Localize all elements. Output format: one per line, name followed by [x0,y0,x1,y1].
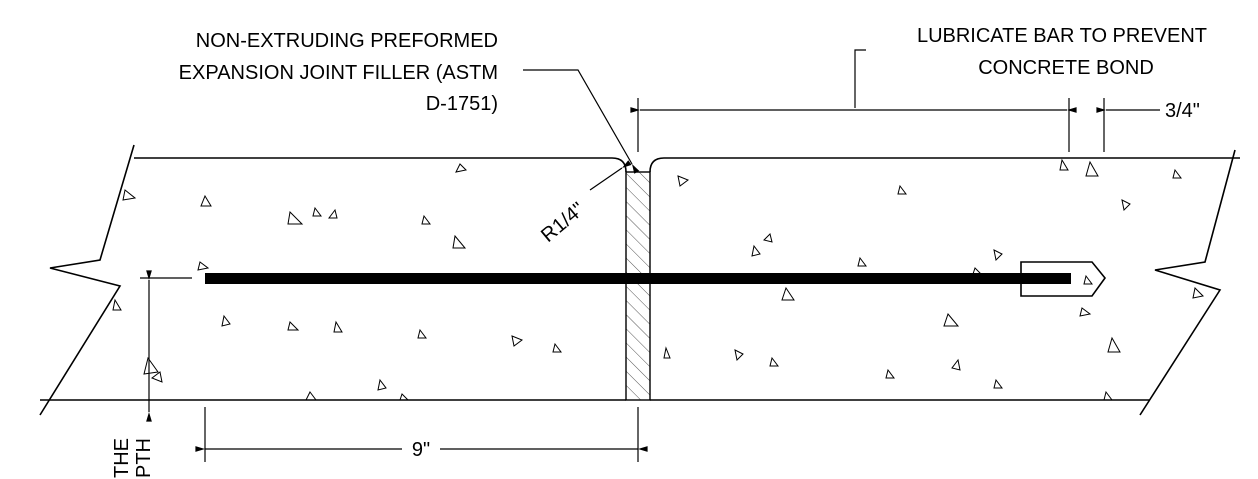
radius-leader [589,160,632,191]
filler-leader [523,69,640,174]
gap-dimension-label: 3/4" [1165,100,1200,122]
lubricate-label-line2: CONCRETE BOND [978,57,1154,79]
cut-text-line2: PTH [133,438,155,478]
filler-label-line1: NON-EXTRUDING PREFORMED [196,30,498,52]
dimension-9in [195,407,648,462]
left-slab [39,144,627,416]
filler-label-line2: EXPANSION JOINT FILLER (ASTM [179,62,498,84]
dimension-lubricate [630,49,1160,152]
joint-filler [625,171,651,401]
aggregate-marks [112,158,1205,401]
lubricate-label-line1: LUBRICATE BAR TO PREVENT [917,25,1207,47]
dimension-vertical [140,270,192,422]
length-dimension-label: 9" [412,439,430,461]
right-slab [649,149,1240,416]
cut-text-line1: THE [111,438,133,478]
radius-label: R1/4" [537,198,589,247]
dowel-bar [205,261,1107,297]
filler-label-line3: D-1751) [426,93,498,115]
